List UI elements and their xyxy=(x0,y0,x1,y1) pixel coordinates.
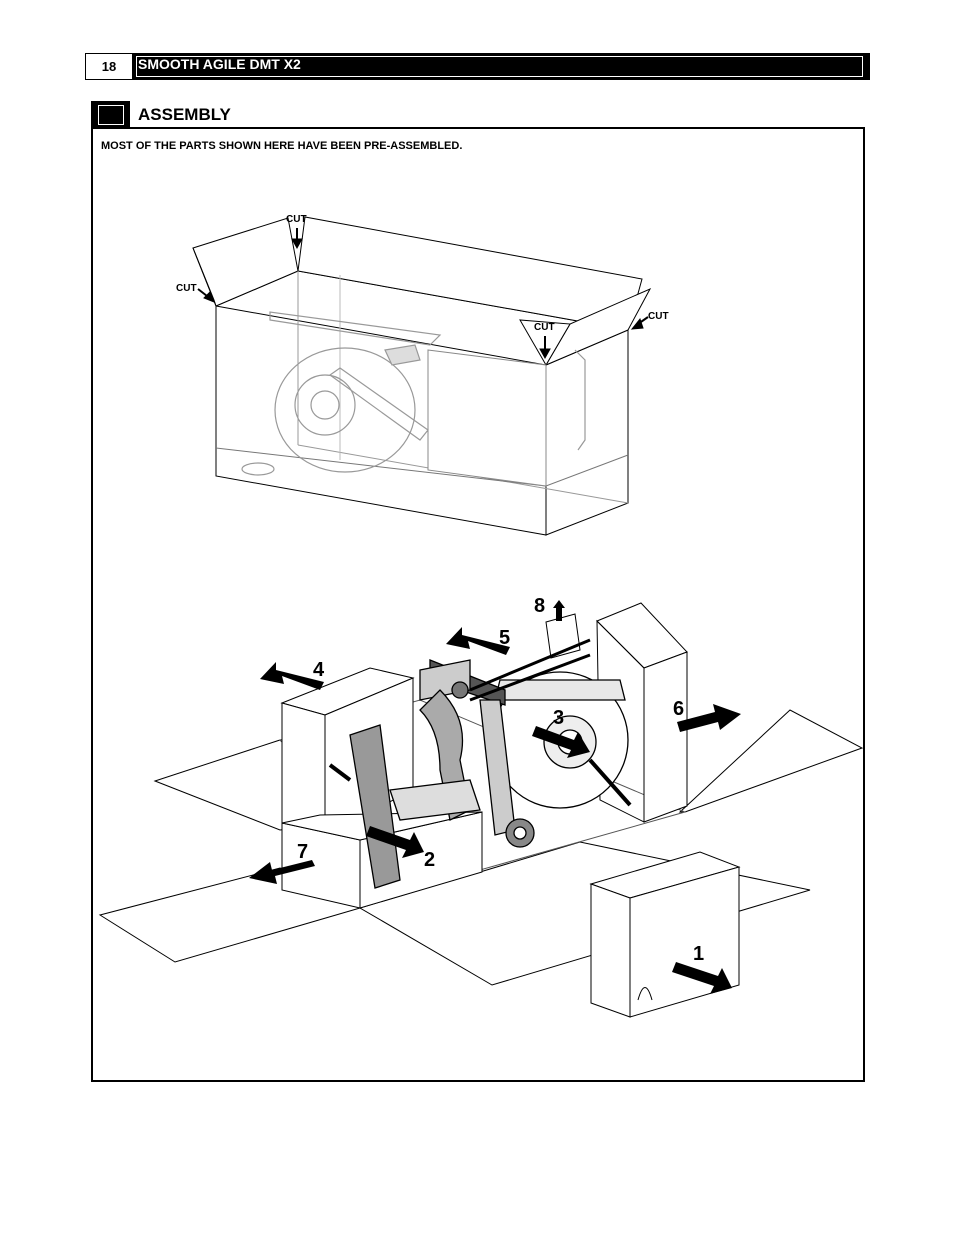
step-number-6: 6 xyxy=(673,698,684,720)
section-marker xyxy=(91,101,130,128)
step-number-5: 5 xyxy=(499,627,510,649)
arrow-step-3 xyxy=(532,726,590,758)
step-number-1: 1 xyxy=(693,943,704,965)
step-number-2: 2 xyxy=(424,849,435,871)
cut-label-center: CUT xyxy=(534,322,555,333)
step-number-3: 3 xyxy=(553,707,564,729)
step-number-4: 4 xyxy=(313,659,325,681)
arrow-step-5 xyxy=(446,627,510,655)
instruction-frame: MOST OF THE PARTS SHOWN HERE HAVE BEEN P… xyxy=(91,127,865,1082)
section-heading: ASSEMBLY xyxy=(91,101,491,128)
cut-label-right: CUT xyxy=(648,311,669,322)
page-header: 18 SMOOTH AGILE DMT X2 xyxy=(85,53,870,80)
title-bar: SMOOTH AGILE DMT X2 xyxy=(133,53,870,80)
section-marker-frame xyxy=(98,105,124,125)
boxed-machine-outline xyxy=(241,311,586,476)
cut-label-top: CUT xyxy=(286,214,307,225)
page-number: 18 xyxy=(85,53,133,80)
title-bar-frame xyxy=(136,56,863,77)
section-title: ASSEMBLY xyxy=(138,105,231,124)
cut-label-left: CUT xyxy=(176,283,197,294)
step-number-7: 7 xyxy=(297,841,308,863)
arrow-step-8 xyxy=(553,600,565,621)
carton-illustration xyxy=(192,216,652,536)
step-arrows xyxy=(249,600,741,994)
arrow-step-1 xyxy=(672,962,732,994)
arrow-step-6 xyxy=(677,704,741,732)
pre-assembled-note: MOST OF THE PARTS SHOWN HERE HAVE BEEN P… xyxy=(101,140,463,152)
step-number-8: 8 xyxy=(534,595,545,617)
arrow-step-2 xyxy=(366,826,424,858)
arrow-step-7 xyxy=(249,860,315,884)
product-title: SMOOTH AGILE DMT X2 xyxy=(138,56,301,72)
arrow-step-4 xyxy=(260,662,324,690)
elliptical-machine xyxy=(328,638,632,889)
cut-arrows xyxy=(197,228,649,360)
